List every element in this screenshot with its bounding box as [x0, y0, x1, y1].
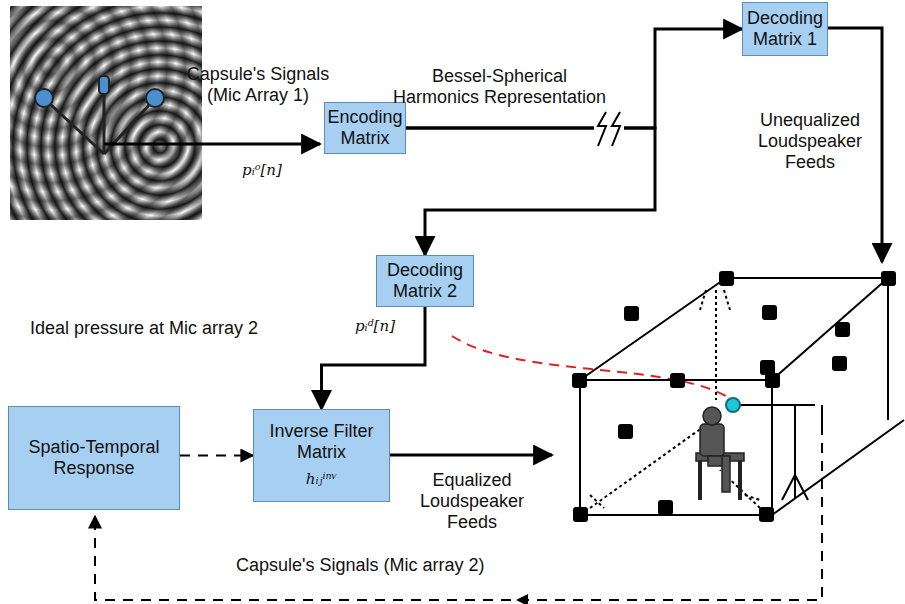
signal-arrow: [180, 455, 253, 457]
box-label: Decoding Matrix 2: [383, 260, 467, 302]
process-box: Decoding Matrix 2: [376, 255, 474, 307]
layout-arrows: [104, 28, 882, 455]
box-label: Spatio-Temporal Response: [15, 437, 173, 479]
signal-name: pᵢᵒ[n]: [232, 160, 292, 181]
process-box: Decoding Matrix 1: [742, 2, 828, 56]
signal-arrow: [322, 307, 426, 409]
annotation: Capsule's Signals (Mic array 2): [236, 555, 556, 576]
mic-array-2: [726, 398, 815, 500]
speaker-rays: [590, 290, 760, 508]
loop-arrowhead: [516, 594, 528, 604]
sound-field-image: [10, 6, 202, 220]
box-label: Decoding Matrix 1: [747, 8, 823, 50]
annotation: Unequalized Loudspeaker Feeds: [745, 110, 875, 173]
process-box: Encoding Matrix: [324, 102, 406, 154]
signal-arrow: [406, 128, 655, 255]
mic-array-1: [35, 76, 164, 154]
process-box: Spatio-Temporal Response: [8, 406, 180, 510]
annotation: Capsule's Signals (Mic Array 1): [183, 64, 333, 106]
box-label: Inverse Filter Matrix: [260, 421, 383, 463]
annotation: Equalized Loudspeaker Feeds: [412, 470, 532, 533]
process-box: Inverse Filter Matrix hᵢⱼⁱⁿᵛ: [253, 409, 390, 502]
filter-symbol: hᵢⱼⁱⁿᵛ: [306, 469, 337, 490]
box-label: Encoding Matrix: [327, 107, 402, 149]
loudspeakers: [572, 271, 896, 522]
feedback-loop: [95, 425, 822, 600]
annotation: Ideal pressure at Mic array 2: [30, 318, 330, 339]
listener: [696, 407, 744, 500]
room-cube: [580, 278, 904, 515]
edge-label: Bessel-Spherical Harmonics Representatio…: [392, 66, 607, 108]
signal-name: pᵢᵈ[n]: [345, 316, 405, 337]
ideal-pressure-leader: [452, 336, 735, 402]
